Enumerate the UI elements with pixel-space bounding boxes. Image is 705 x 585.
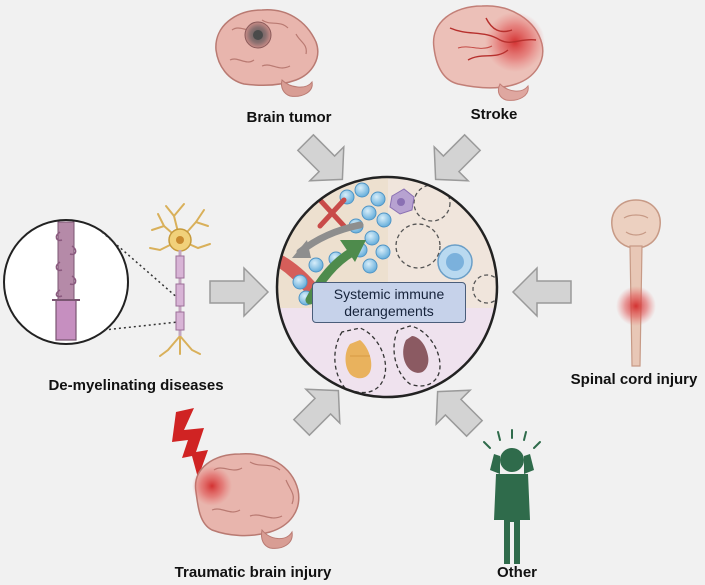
center-label-line2: derangements <box>344 303 434 319</box>
other-person-illustration <box>483 429 541 564</box>
tbi-illustration <box>172 408 300 549</box>
arrow-from-spinal-cord <box>511 266 572 318</box>
brain-tumor-illustration <box>215 9 319 97</box>
arrow-from-brain-tumor <box>296 133 345 182</box>
label-demyelinating: De-myelinating diseases <box>48 377 224 394</box>
arrow-from-stroke <box>433 133 482 182</box>
arrows <box>209 133 572 438</box>
arrow-from-tbi <box>292 388 341 437</box>
label-stroke: Stroke <box>470 106 518 123</box>
label-traumatic-brain-injury: Traumatic brain injury <box>174 564 332 581</box>
arrow-from-other <box>435 389 484 438</box>
arrow-from-demyelinating <box>209 266 270 318</box>
label-spinal-cord-injury: Spinal cord injury <box>570 371 698 388</box>
label-brain-tumor: Brain tumor <box>246 109 332 126</box>
spinal-cord-illustration <box>611 199 661 367</box>
center-label-line1: Systemic immune <box>333 286 445 302</box>
label-other: Other <box>496 564 538 581</box>
systemic-immune-label: Systemic immune derangements <box>312 282 466 323</box>
demyelinating-illustration <box>3 203 211 357</box>
stroke-illustration <box>432 5 545 101</box>
lightning-icon <box>172 408 208 478</box>
